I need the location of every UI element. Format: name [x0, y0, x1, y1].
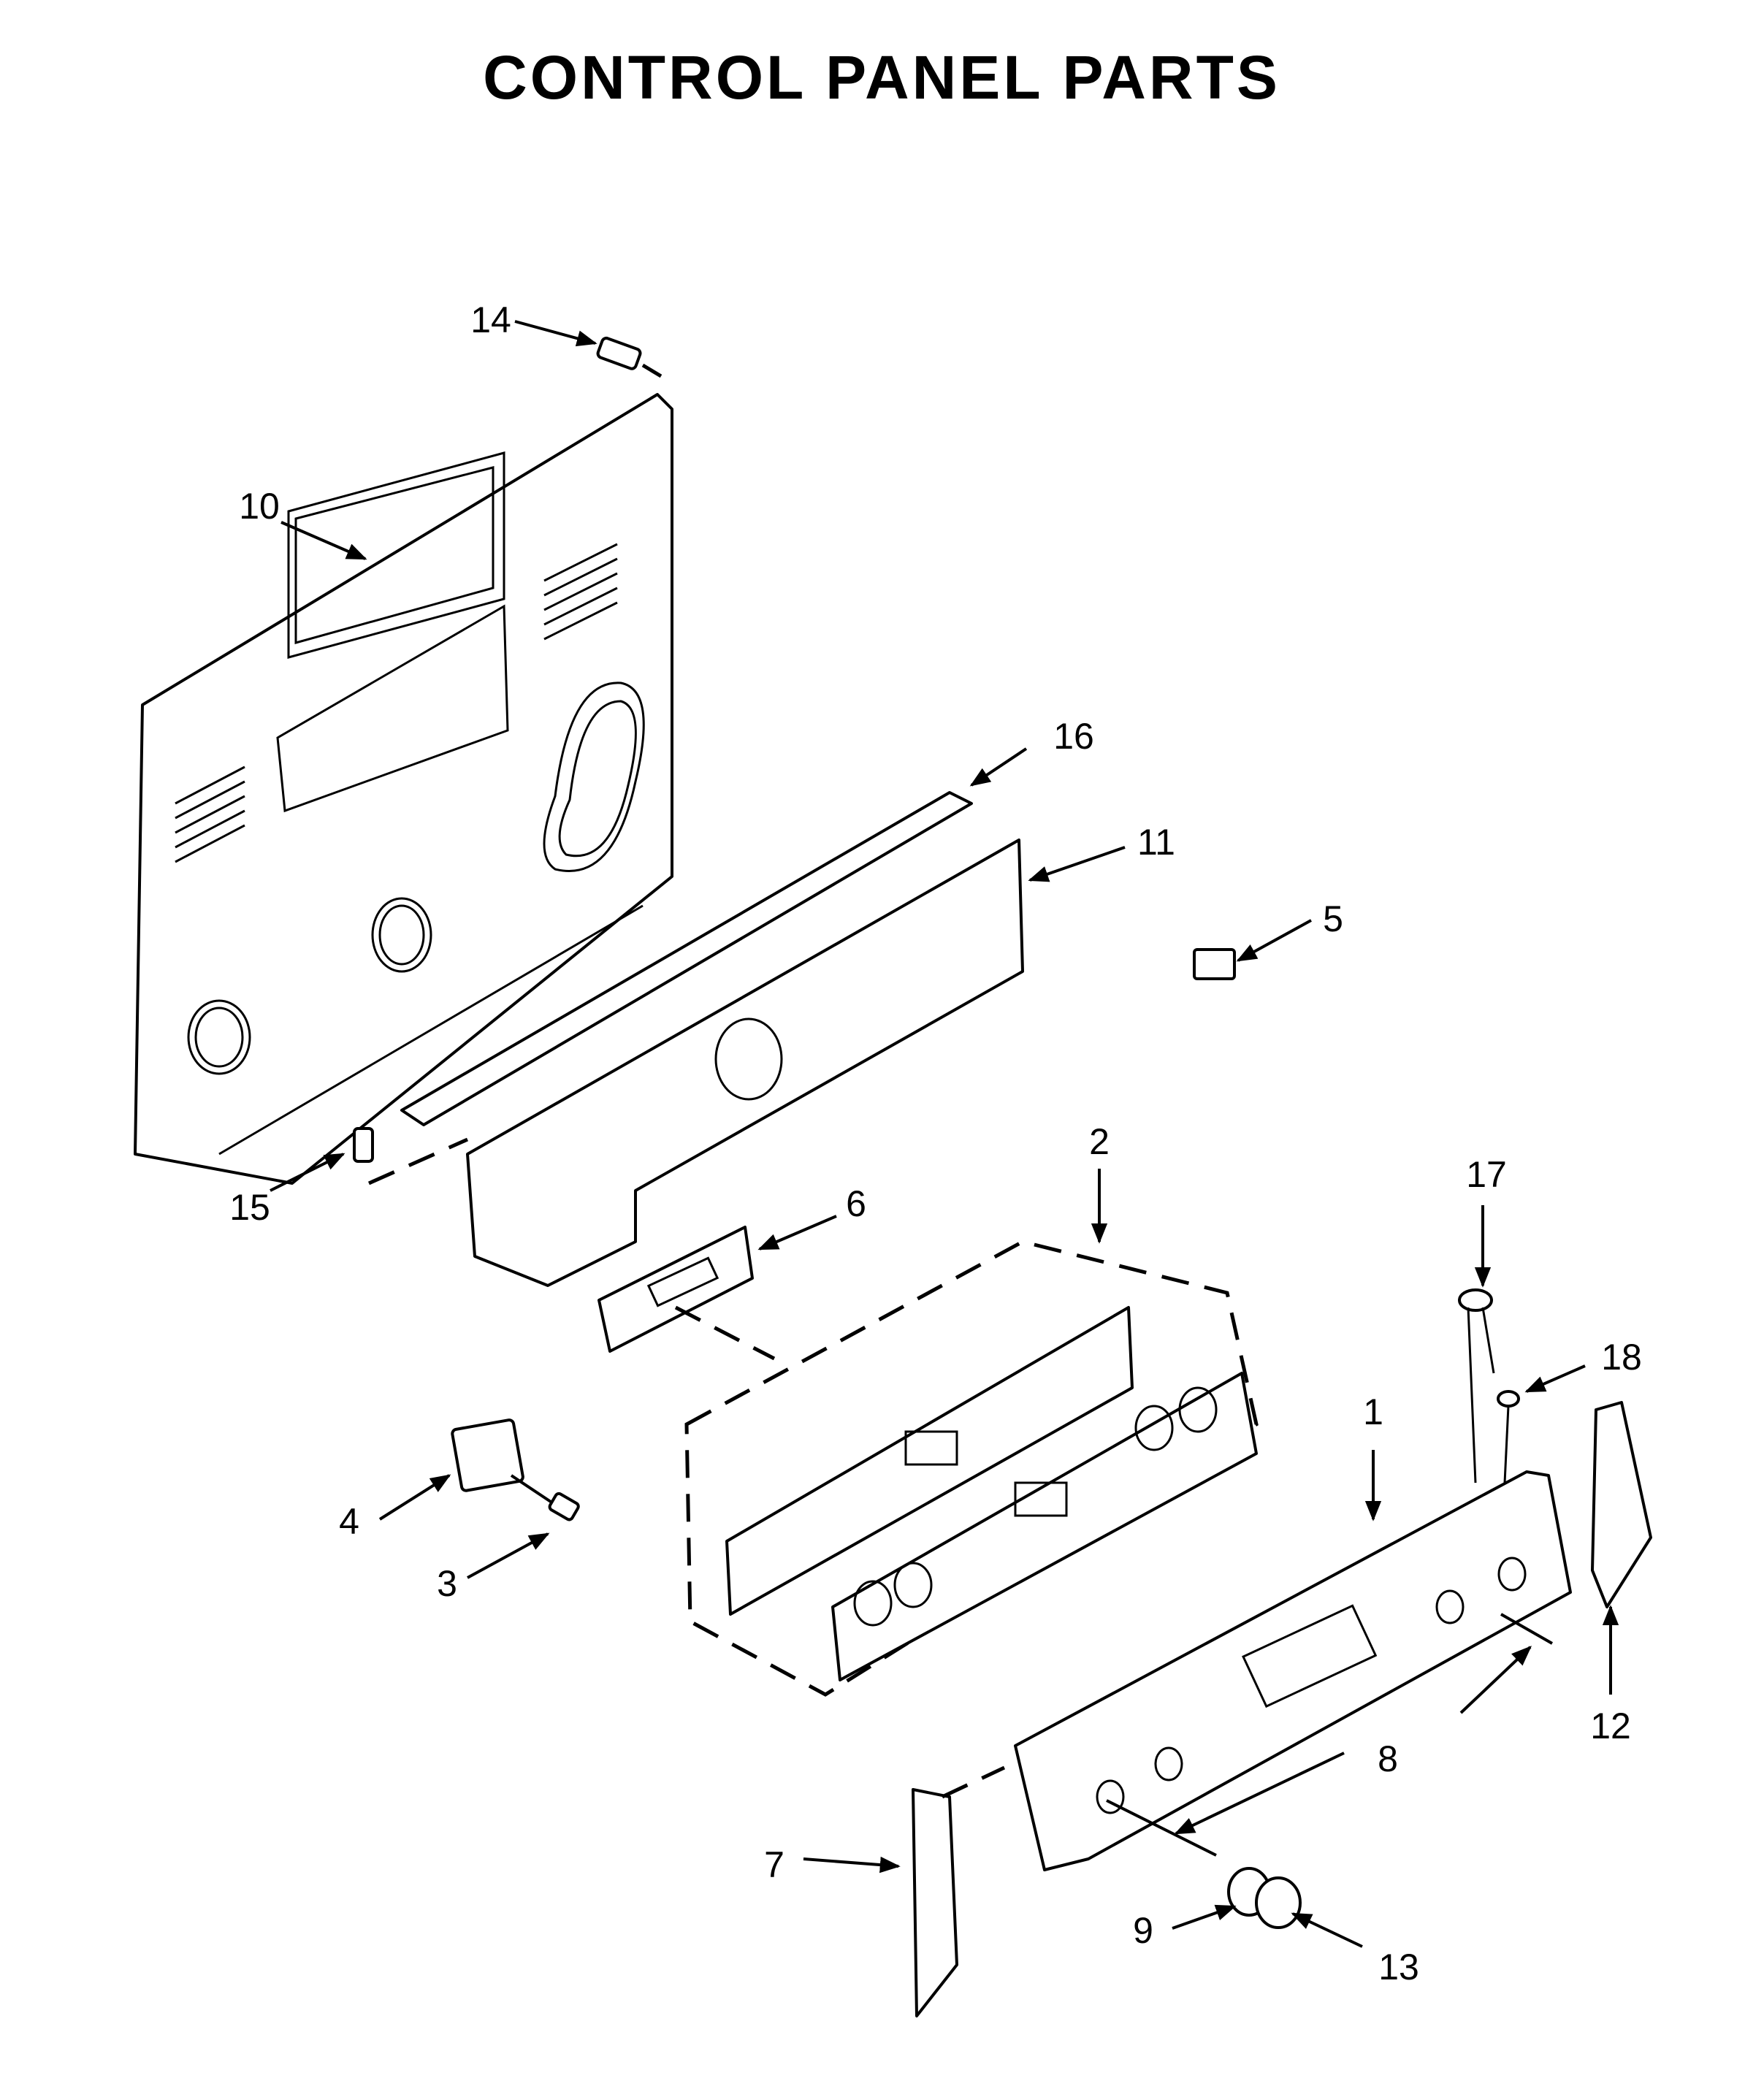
callout-8: 8: [1378, 1738, 1398, 1779]
control-panel-assembly-part-2: [684, 1240, 1259, 1697]
callout-14: 14: [470, 299, 511, 340]
callout-9: 9: [1133, 1910, 1153, 1951]
callout-15: 15: [229, 1187, 270, 1228]
callout-18: 18: [1601, 1337, 1642, 1378]
callout-10: 10: [239, 486, 280, 527]
callout-12: 12: [1590, 1706, 1631, 1746]
leader-lines: [270, 320, 1619, 1948]
callout-11: 11: [1137, 822, 1175, 863]
shaft-part-8: [1106, 1613, 1553, 1857]
callout-1: 1: [1363, 1391, 1383, 1432]
end-bracket-part-7: [912, 1765, 1006, 2017]
callout-3: 3: [437, 1563, 457, 1604]
callout-2: 2: [1089, 1121, 1110, 1162]
callout-4: 4: [339, 1501, 359, 1542]
bracket-strip-part-16: [400, 791, 973, 1126]
rear-panel-part-10: [134, 393, 673, 1185]
callout-16: 16: [1053, 716, 1094, 757]
callout-7: 7: [764, 1844, 784, 1885]
callout-6: 6: [846, 1183, 866, 1224]
control-board-part-6: [597, 1226, 776, 1361]
callout-5: 5: [1323, 898, 1343, 939]
screw-part-3: [510, 1474, 580, 1521]
console-part-1: [1014, 1470, 1572, 1871]
callout-17: 17: [1466, 1154, 1507, 1195]
grommet-part-18: [1497, 1390, 1520, 1483]
infinite-switch-part-4: [451, 1418, 524, 1492]
screw-part-15: [353, 1127, 469, 1185]
end-bracket-part-12: [1591, 1401, 1652, 1608]
knob-cap-part-13: [1255, 1876, 1302, 1929]
switch-part-5: [1193, 948, 1236, 980]
callout-13: 13: [1378, 1947, 1419, 1987]
page-title: CONTROL PANEL PARTS: [483, 43, 1280, 112]
sensor-part-17: [1458, 1288, 1495, 1483]
screw-part-14: [596, 336, 663, 378]
control-frame-part-11: [466, 839, 1024, 1287]
